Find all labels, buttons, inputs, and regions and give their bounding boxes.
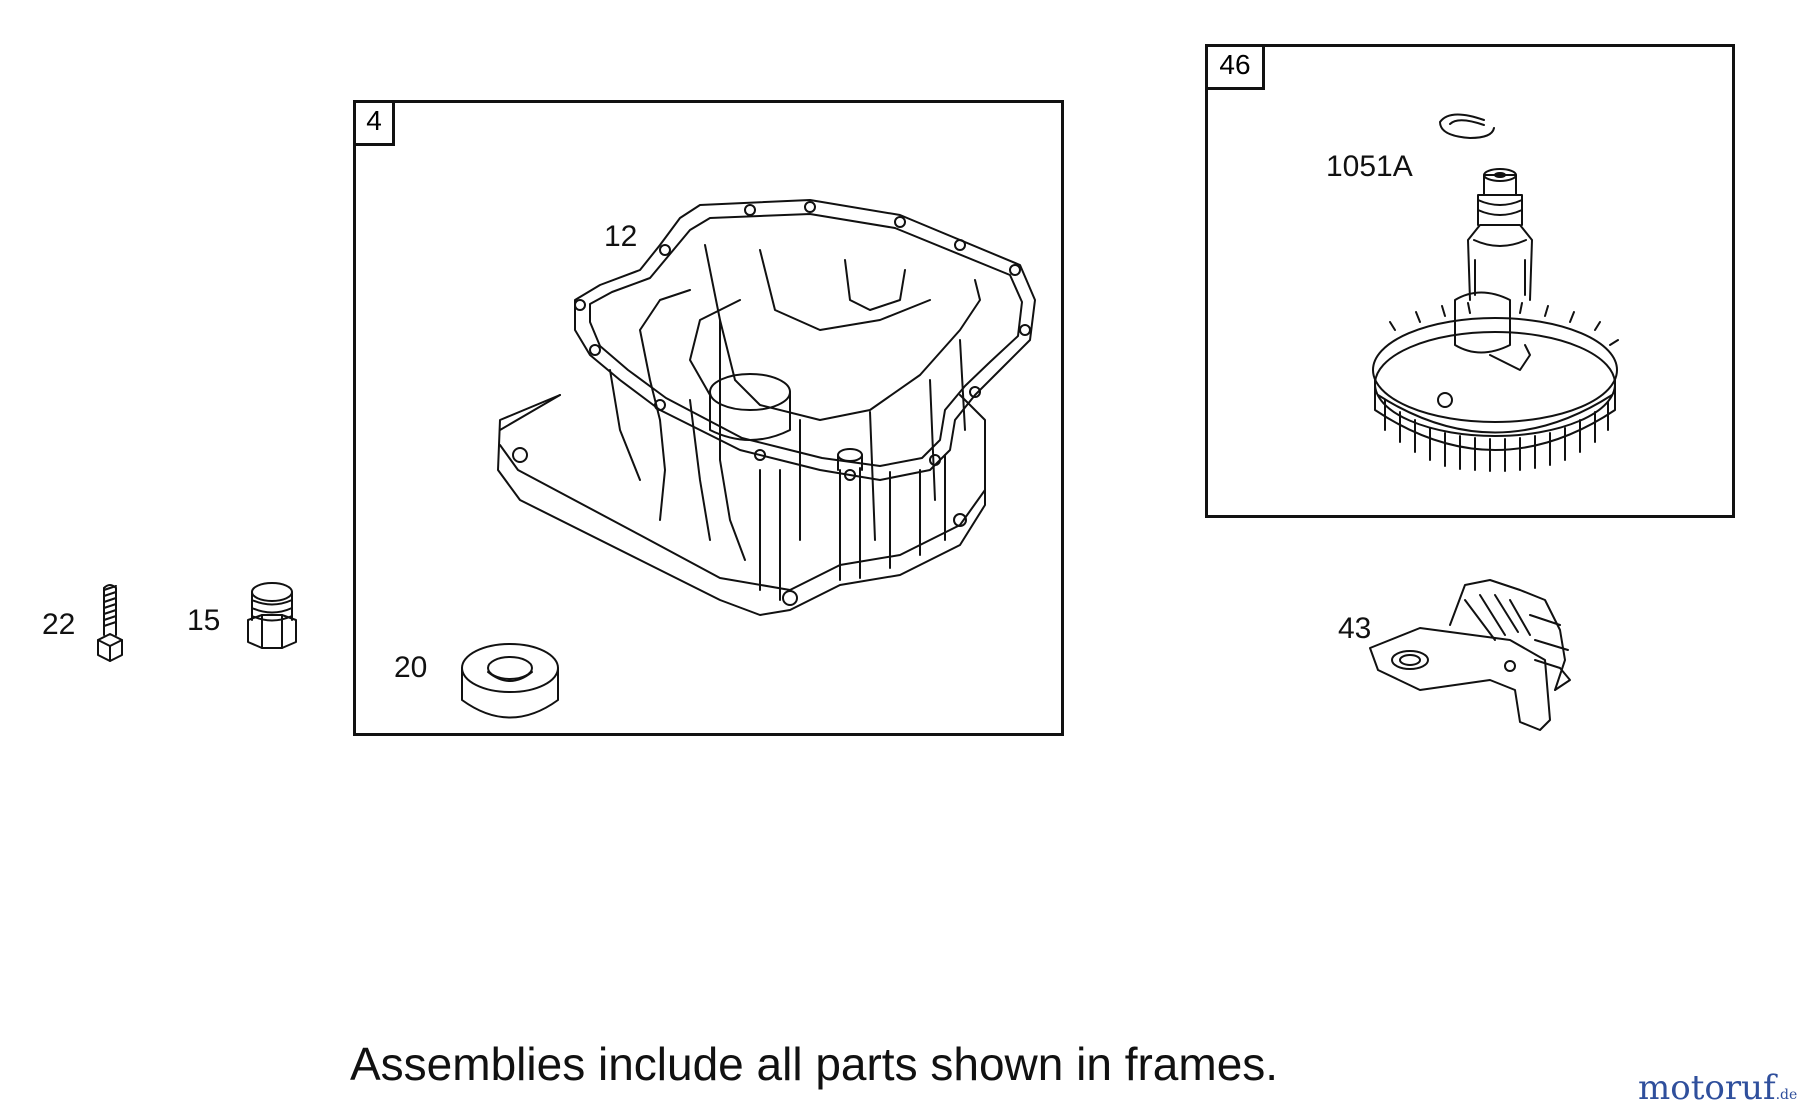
crankcase-sump-drawing bbox=[497, 199, 1036, 616]
callout-part-15: 15 bbox=[187, 604, 221, 637]
oil-seal-drawing bbox=[461, 643, 559, 719]
retaining-ring-drawing bbox=[1439, 113, 1495, 139]
frame-number-46: 46 bbox=[1205, 44, 1265, 90]
assembly-frame-4: 4 bbox=[353, 100, 1064, 736]
governor-assembly-drawing bbox=[1369, 579, 1571, 731]
callout-part-12: 12 bbox=[604, 220, 638, 253]
diagram-caption: Assemblies include all parts shown in fr… bbox=[350, 1038, 1279, 1090]
callout-part-20: 20 bbox=[394, 651, 428, 684]
callout-part-43: 43 bbox=[1338, 612, 1372, 645]
camshaft-gear-drawing bbox=[1372, 168, 1619, 472]
plug-drawing bbox=[247, 582, 297, 649]
bolt-drawing bbox=[97, 584, 123, 662]
callout-part-22: 22 bbox=[42, 608, 76, 641]
frame-number-4: 4 bbox=[353, 100, 395, 146]
callout-part-1051A: 1051A bbox=[1326, 150, 1413, 183]
watermark-main: motoruf bbox=[1638, 1068, 1776, 1108]
assembly-frame-46: 46 bbox=[1205, 44, 1735, 518]
watermark-tld: .de bbox=[1775, 1087, 1798, 1103]
watermark-logo: motoruf.de bbox=[1638, 1068, 1797, 1115]
